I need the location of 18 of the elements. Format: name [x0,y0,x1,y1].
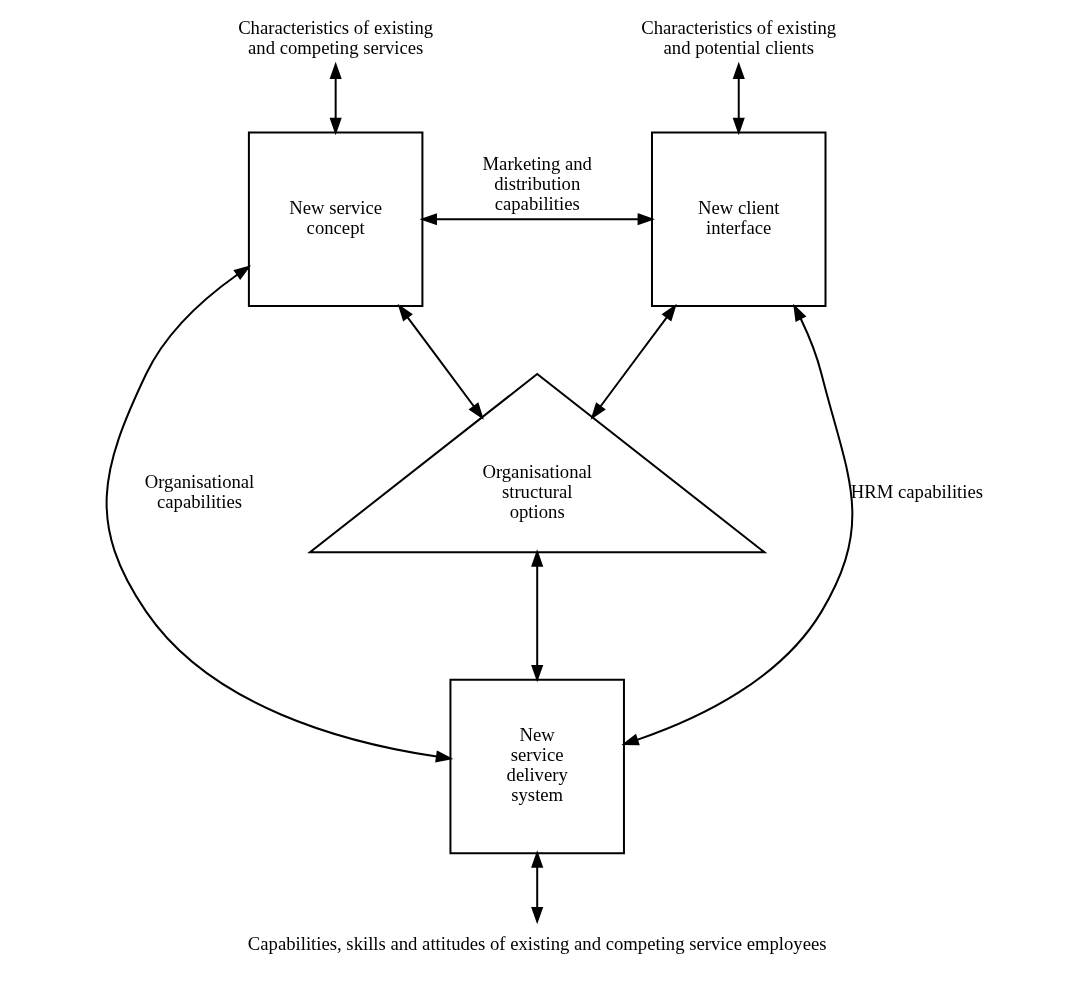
arrow [419,213,655,226]
arrow [620,303,853,746]
arrow [329,61,342,136]
edge-label: Marketing and distribution capabilities [482,153,592,215]
arrow [530,549,543,683]
arrow [732,61,745,136]
arrow [590,303,677,420]
node-text: Characteristics of existing and potential clients [640,16,836,58]
edge-label: HRM capabilities [850,480,983,502]
arrow [105,265,453,763]
node-text: Characteristics of existing and competing services [237,16,433,58]
node-box: New service delivery system [448,678,625,855]
node-box: New client interface [650,131,826,307]
node-box: New service concept [247,131,423,307]
edge-label: Organisational capabilities [144,470,254,512]
arrow [530,850,543,925]
arrow [397,303,484,420]
node-text: Capabilities, skills and attitudes of existing and competing service employees [247,933,827,955]
